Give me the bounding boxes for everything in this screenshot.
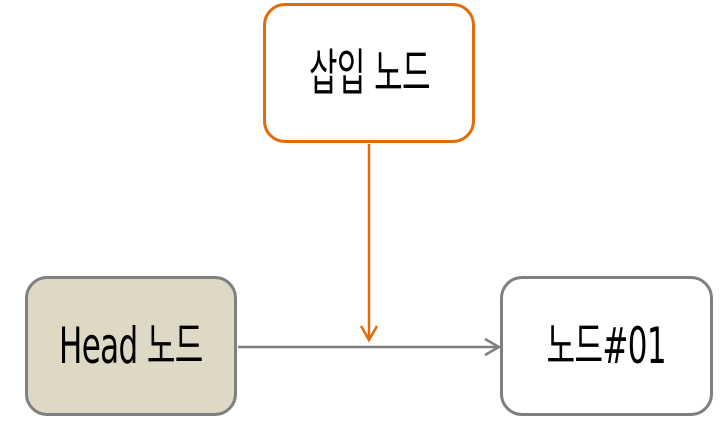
insert-arrowhead (359, 325, 379, 343)
head-to-node01-arrowhead (484, 337, 502, 357)
insert-node-box: 삽입 노드 (263, 3, 475, 143)
head-node-box: Head 노드 (25, 276, 237, 416)
insert-node-label: 삽입 노드 (308, 44, 430, 102)
node01-box: 노드#01 (500, 276, 713, 416)
head-node-label: Head 노드 (59, 317, 203, 375)
node01-label: 노드#01 (546, 317, 667, 375)
